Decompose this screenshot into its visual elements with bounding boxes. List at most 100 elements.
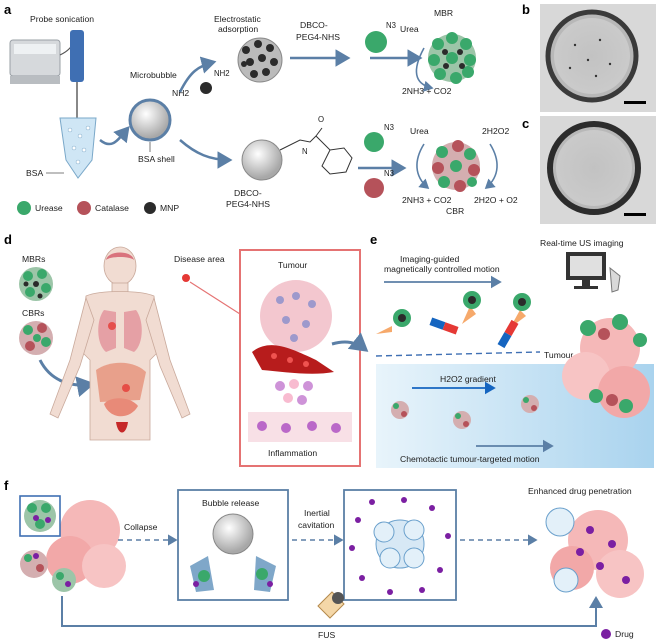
stomach-intestine-icon [96,362,146,402]
panel-a: Probe sonication BSA Microbubble NH2 BSA… [9,8,518,216]
sonication-probe-icon [70,30,84,82]
electrostatic-label-1: Electrostatic [214,14,262,24]
panel-label-d: d [4,232,12,247]
fus-label: FUS [318,630,335,640]
released-bubble-icon [212,513,254,555]
mbrs-label: MBRs [22,254,45,264]
legend-catalase-label: Catalase [95,203,129,213]
e-cbr-2 [453,411,471,429]
abdomen-lesion-marker [122,384,130,392]
dbco-bottom-label-1: DBCO- [234,188,262,198]
scale-bar-c [624,213,646,216]
realtime-us-label: Real-time US imaging [540,238,624,248]
e-mbr-2 [462,291,481,324]
legend-urease-label: Urease [35,203,63,213]
catalase-n3-icon [364,178,384,198]
h2o2-gradient-label: H2O2 gradient [440,374,497,384]
scale-bar-b [624,101,646,104]
inertial-label: Inertial [304,508,330,518]
enhanced-penetration-label: Enhanced drug penetration [528,486,632,496]
panel-c-tem-image [540,116,656,224]
dbco-top-label-2: PEG4-NHS [296,32,340,42]
e-mbr-1 [376,309,411,334]
inflammation-label: Inflammation [268,448,317,458]
legend-mnp-icon [144,202,156,214]
mbrs-icon [19,267,53,301]
tumour-blood-vessel-icon [252,280,334,374]
imaging-guided-label-1: Imaging-guided [400,254,459,264]
nh2-mnp-label: NH2 [214,69,230,78]
mnp-icon [200,82,212,94]
panel-label-e: e [370,232,377,247]
cavitation-label: cavitation [298,520,335,530]
magnet-icon-2 [497,319,519,349]
panel-label-a: a [4,2,12,17]
released-fragments [190,556,276,592]
legend-drug-icon [601,629,611,639]
disease-area-marker [182,274,190,282]
urease-n3-bottom-icon [364,132,384,152]
n3-bottom-2-label: N3 [384,169,394,178]
cbrs-label: CBRs [22,308,44,318]
n3-top-label: N3 [386,21,396,30]
urease-n3-icon [365,31,387,53]
imaging-guided-label-2: magnetically controlled motion [384,264,500,274]
us-monitor-icon [566,252,621,293]
cbr-label: CBR [446,206,464,216]
e-cbr-1 [391,401,409,419]
dbco-bubble-icon [241,139,283,181]
electrostatic-label-2: adsorption [218,24,258,34]
reaction-cbr-left-label: 2NH3 + CO2 [402,195,452,205]
microbubble-label: Microbubble [130,70,177,80]
nh2-label: NH2 [172,88,189,98]
cavitation-cloud-icon [373,519,425,569]
collapse-label: Collapse [124,522,158,532]
f-tumour-right [545,507,644,598]
magnet-icon-1 [429,317,459,335]
microbubble-icon [128,98,172,142]
nitrogen-label: N [302,147,308,156]
panel-b-tem-image [540,4,656,112]
e-tumour-label: Tumour [544,350,573,360]
brain-icon [106,252,134,260]
urea-top-label: Urea [400,24,419,34]
oxygen-label: O [318,115,324,124]
e-cbr-3 [521,395,539,413]
dbco-bottom-label-2: PEG4-NHS [226,199,270,209]
panel-f: Collapse Bubble release Inertial cavitat… [19,486,644,640]
fus-transducer-icon [317,591,345,619]
fus-path [61,596,603,627]
bladder-icon [116,422,128,433]
drug-particles-scattered [349,497,451,595]
panel-d: MBRs CBRs Disease area [19,246,369,467]
legend-catalase-icon [77,201,91,215]
inflammation-cells-icon [248,379,352,442]
n3-bottom-1-label: N3 [384,123,394,132]
dbco-structure-icon [279,127,353,175]
panel-label-f: f [4,478,9,493]
tumour-label: Tumour [278,260,307,270]
legend-mnp-label: MNP [160,203,179,213]
probe-sonication-label: Probe sonication [30,14,94,24]
e-tumour-mass [562,314,650,418]
f-highlight-box [19,495,61,537]
bsa-label: BSA [26,168,43,178]
legend-drug-label: Drug [615,629,634,639]
legend-urease-icon [17,201,31,215]
reaction-cbr-right-label: 2H2O + O2 [474,195,518,205]
lungs-icon [98,310,142,352]
cbrs-icon [19,321,53,355]
panel-label-b: b [522,2,530,17]
reaction-mbr-label: 2NH3 + CO2 [402,86,452,96]
disease-area-label: Disease area [174,254,225,264]
panel-e: Imaging-guided magnetically controlled m… [375,238,654,468]
h2o2-label: 2H2O2 [482,126,509,136]
bubble-release-label: Bubble release [202,498,260,508]
lung-lesion-marker [108,322,116,330]
bsa-shell-label: BSA shell [138,154,175,164]
mbr-icon [428,32,476,84]
intestine-icon [104,398,138,417]
cbr-icon [432,140,480,192]
mbr-label: MBR [434,8,453,18]
